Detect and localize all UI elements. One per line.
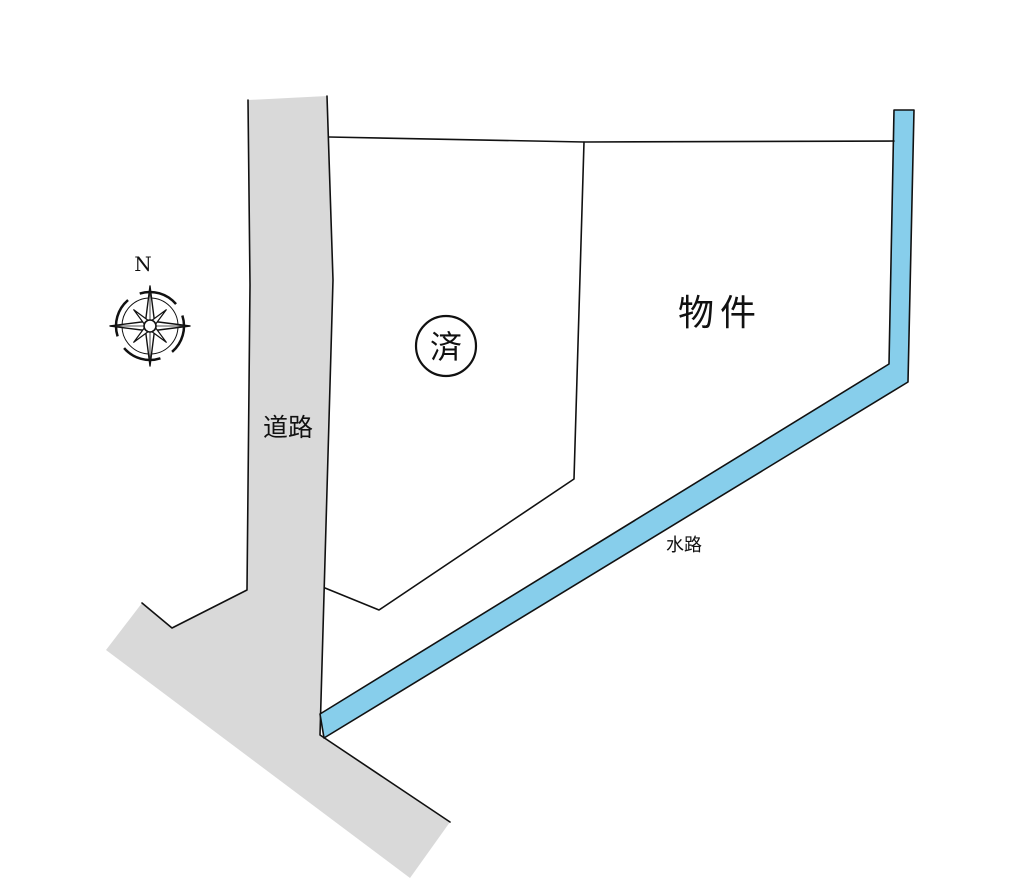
road-east-edge	[319, 95, 451, 823]
waterway-channel	[319, 109, 915, 739]
north-boundary-line	[328, 136, 895, 143]
property-label: 物件	[678, 293, 762, 334]
road-label: 道路	[263, 413, 313, 442]
road-area	[106, 95, 451, 878]
parcel-boundaries	[324, 136, 895, 611]
sold-mark-circle	[414, 314, 478, 378]
sold-mark: 済	[414, 314, 478, 378]
north-label: N	[134, 252, 152, 276]
sold-parcel-divider-line	[324, 141, 585, 611]
road-west-edge	[141, 99, 251, 629]
sold-mark-label: 済	[430, 328, 462, 366]
road-fill	[106, 96, 450, 878]
waterway-label: 水路	[666, 535, 702, 556]
compass-rose-icon	[109, 285, 191, 367]
